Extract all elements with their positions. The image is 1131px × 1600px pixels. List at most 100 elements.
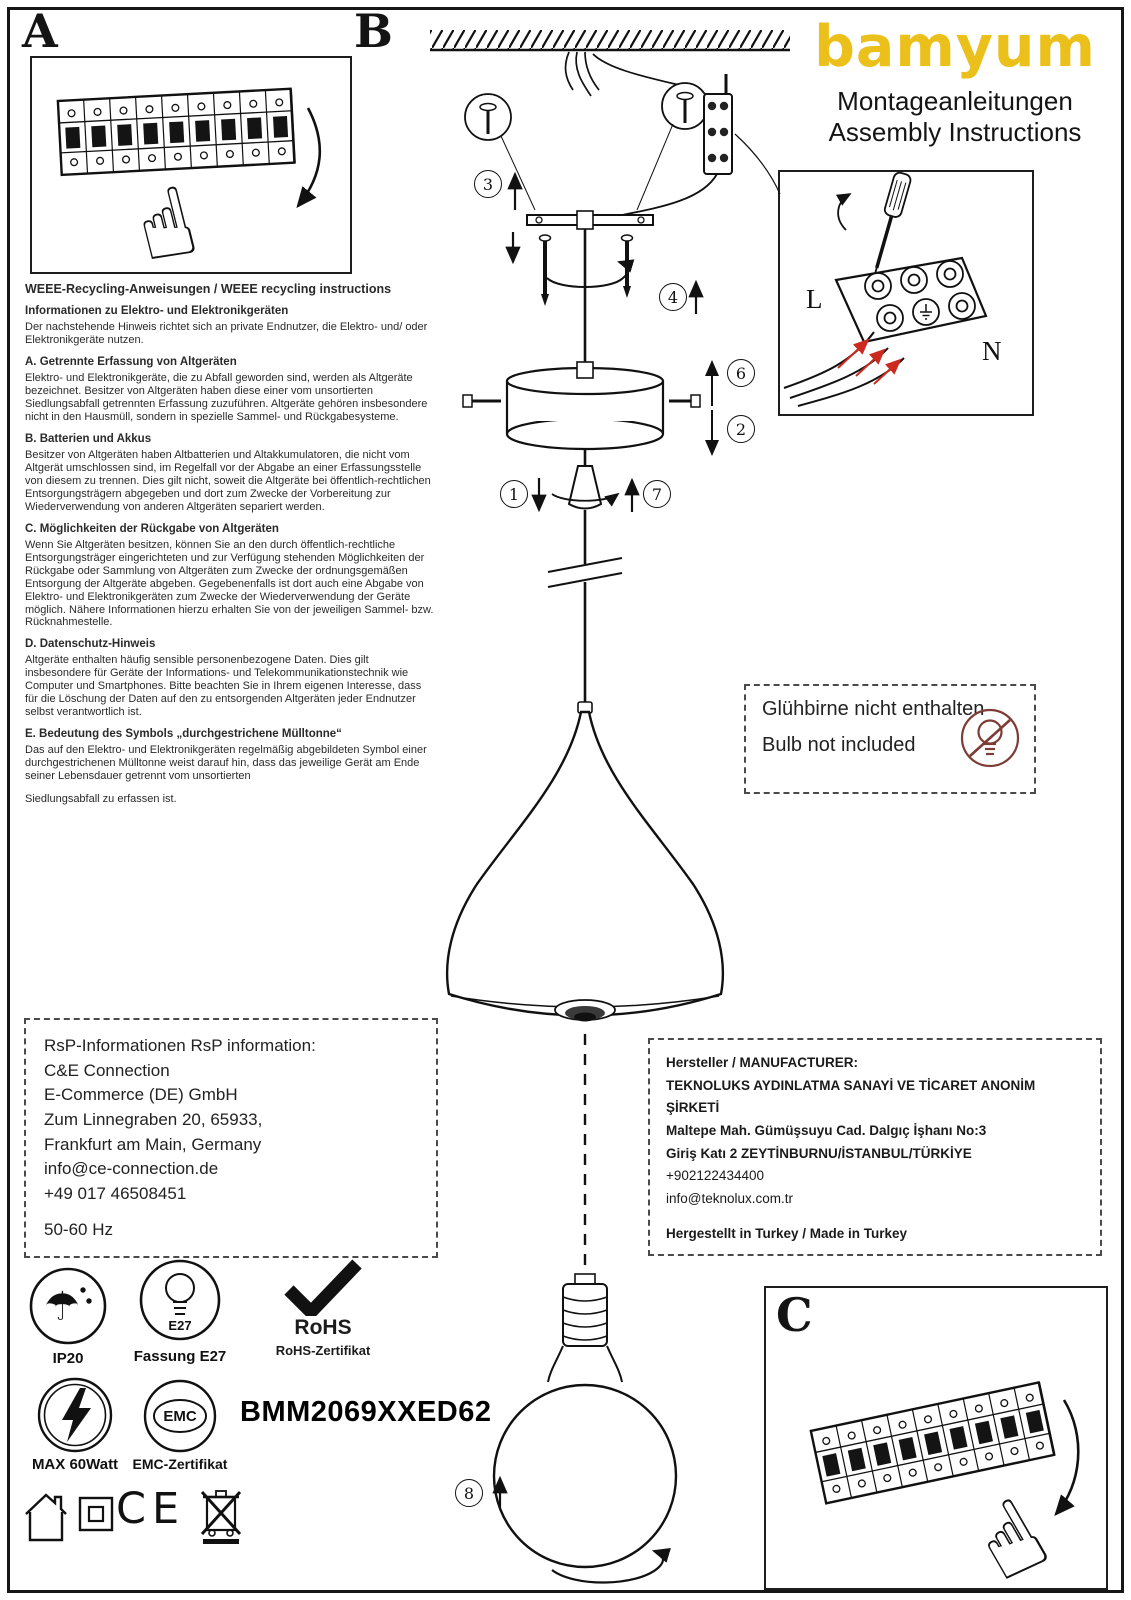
rsp-line: RsP-Informationen RsP information:: [44, 1036, 316, 1055]
house-icon: [25, 1493, 67, 1542]
e27-text: E27: [168, 1318, 191, 1333]
weee-heading-e: E. Bedeutung des Symbols „durchgestriche…: [25, 728, 342, 741]
weee-body-a: Elektro- und Elektronikgeräte, die zu Ab…: [25, 371, 428, 423]
ceiling-canopy: [462, 361, 701, 451]
weee-body-b: Besitzer von Altgeräten haben Altbatteri…: [25, 448, 431, 513]
e27-socket-icon: E27: [139, 1259, 221, 1341]
rsp-line: +49 017 46508451: [44, 1183, 187, 1203]
panel-c-box: ☝: [764, 1286, 1108, 1590]
rsp-line: Frankfurt am Main, Germany: [44, 1134, 262, 1154]
screw-detail-left: [464, 93, 536, 211]
cord-break-mark: [547, 557, 623, 573]
screw-detail-right: [636, 82, 709, 211]
mfr-line: +902122434400: [666, 1168, 764, 1184]
rotate-arrow-icon: [546, 259, 635, 288]
callout-2: 2: [727, 415, 755, 443]
emc-icon: EMC: [143, 1379, 217, 1453]
mfr-line: Hergestellt in Turkey / Made in Turkey: [666, 1225, 908, 1241]
rotate-arrow-icon: [551, 492, 620, 507]
weee-body-d: Altgeräte enthalten häufig sensible pers…: [25, 654, 422, 719]
weee-heading-a: A. Getrennte Erfassung von Altgeräten: [25, 355, 237, 368]
mfr-line: Maltepe Mah. Gümüşsuyu Cad. Dalgıç İşhan…: [666, 1123, 987, 1139]
ce-mark: CE: [116, 1484, 186, 1534]
rohs-cert-label: RoHS-Zertifikat: [275, 1343, 371, 1358]
weee-intro-heading: Informationen zu Elektro- und Elektronik…: [25, 305, 289, 317]
bulb-diagram: [492, 1034, 678, 1584]
rsp-line: E-Commerce (DE) GmbH: [44, 1085, 238, 1105]
callout-3: 3: [474, 170, 502, 198]
umbrella-icon: ☂: [44, 1284, 80, 1330]
callout-8: 8: [455, 1479, 483, 1507]
max-watt-label: MAX 60Watt: [31, 1456, 119, 1473]
callout-1: 1: [500, 480, 528, 508]
rsp-info-box: RsP-Informationen RsP information: C&E C…: [24, 1018, 438, 1258]
manufacturer-box: Hersteller / MANUFACTURER: TEKNOLUKS AYD…: [648, 1038, 1102, 1256]
checkmark-icon: [284, 1259, 362, 1316]
rsp-line: Zum Linnegraben 20, 65933,: [44, 1109, 263, 1129]
weee-heading-c: C. Möglichkeiten der Rückgabe von Altger…: [25, 522, 279, 535]
bulb-not-included-box: Glühbirne nicht enthalten Bulb not inclu…: [744, 684, 1036, 794]
curved-arrow-icon: [1054, 1399, 1080, 1516]
weee-body-e: Das auf den Elektro- und Elektronikgerät…: [25, 744, 427, 783]
lamp-shade: [445, 701, 725, 1022]
terminal-block-illustration: L N: [783, 172, 1002, 407]
panel-letter-c: C: [776, 1288, 813, 1342]
rsp-line: 50-60 Hz: [44, 1220, 113, 1240]
mfr-line: Hersteller / MANUFACTURER:: [666, 1055, 859, 1070]
bulb-note-en: Bulb not included: [762, 734, 916, 756]
ip-rating-label: IP20: [52, 1350, 84, 1367]
pointing-hand-icon: ☝: [956, 1475, 1067, 1584]
callout-7: 7: [643, 480, 671, 508]
brand-block: bamyum Montageanleitungen Assembly Instr…: [798, 14, 1112, 148]
neutral-label: N: [982, 336, 1002, 366]
lightning-bolt-icon: [62, 1388, 91, 1442]
weee-closing: Siedlungsabfall zu erfassen ist.: [25, 793, 177, 806]
assembly-diagram: [430, 30, 790, 1022]
rotate-arrow-icon: [551, 1548, 671, 1584]
bulb-note-de: Glühbirne nicht enthalten: [762, 698, 985, 720]
curved-arrow-icon: [296, 107, 322, 209]
subtitle-de: Montageanleitungen: [837, 85, 1073, 116]
breaker-strip-illustration-a: ☝: [56, 87, 322, 268]
max-watt-icon: [37, 1377, 113, 1453]
weee-intro-body: Der nachstehende Hinweis richtet sich an…: [25, 321, 428, 346]
weee-heading-b: B. Batterien und Akkus: [25, 432, 152, 445]
ceiling-hatch: [430, 30, 790, 49]
rsp-line: info@ce-connection.de: [44, 1159, 219, 1179]
no-bulb-icon: [960, 708, 1020, 768]
callout-6: 6: [727, 359, 755, 387]
weee-text-column: WEEE-Recycling-Anweisungen / WEEE recycl…: [25, 282, 437, 806]
rotate-arrow-icon: [835, 193, 852, 231]
weee-heading-d: D. Datenschutz-Hinweis: [25, 638, 156, 651]
emc-cert-label: EMC-Zertifikat: [132, 1456, 228, 1472]
red-wire-arrows: [837, 338, 902, 385]
rohs-block: RoHS RoHS-Zertifikat: [256, 1258, 390, 1358]
brand-logo: bamyum: [814, 14, 1096, 80]
rohs-label: RoHS: [294, 1316, 352, 1339]
double-insulation-icon: [78, 1496, 114, 1532]
panel-letter-b: B: [354, 4, 393, 58]
emc-text: EMC: [163, 1408, 197, 1425]
earth-symbol-icon: [920, 304, 932, 320]
cord-break-mark: [547, 572, 623, 588]
mfr-line: Giriş Katı 2 ZEYTİNBURNU/İSTANBUL/TÜRKİY…: [666, 1145, 972, 1161]
line-label: L: [806, 284, 823, 314]
subtitle-en: Assembly Instructions: [828, 117, 1082, 148]
model-number: BMM2069XXED62: [240, 1396, 492, 1428]
ip20-icon: ☂: [29, 1267, 107, 1345]
screwdriver-icon: [873, 172, 912, 277]
breaker-strip-illustration-c: ☝: [809, 1381, 1080, 1584]
mfr-line: TEKNOLUKS AYDINLATMA SANAYİ VE TİCARET A…: [666, 1077, 1036, 1116]
light-bulb: [492, 1273, 678, 1569]
callout-4: 4: [659, 283, 687, 311]
cord-grip: [567, 465, 603, 510]
rsp-line: C&E Connection: [44, 1060, 170, 1080]
weee-bin-icon: [200, 1490, 242, 1544]
mfr-line: info@teknolux.com.tr: [666, 1191, 794, 1207]
pointing-hand-icon: ☝: [125, 166, 208, 268]
mounting-bracket: [526, 210, 654, 230]
panel-a-box: ☝: [30, 56, 352, 274]
panel-letter-a: A: [22, 4, 58, 58]
socket-label: Fassung E27: [133, 1348, 227, 1365]
